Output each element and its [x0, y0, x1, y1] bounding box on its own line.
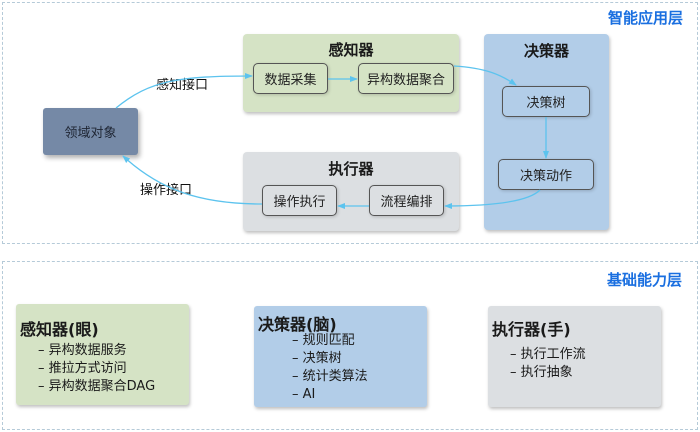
app-layer [2, 2, 698, 244]
base-executor-card: 执行器(手) 执行工作流 执行抽象 [488, 306, 661, 407]
node-data-collection[interactable]: 数据采集 [253, 63, 328, 94]
base-executor-title: 执行器(手) [492, 320, 571, 339]
sensor-panel-title: 感知器 [328, 41, 374, 59]
node-decision-tree[interactable]: 决策树 [502, 86, 590, 117]
node-heterogeneous-aggregation[interactable]: 异构数据聚合 [358, 63, 454, 94]
app-layer-title: 智能应用层 [608, 9, 684, 27]
list-item: 决策树 [292, 350, 368, 368]
decider-panel: 决策器 [484, 34, 609, 230]
node-operation-execution[interactable]: 操作执行 [262, 185, 337, 216]
list-item: 推拉方式访问 [38, 360, 155, 378]
list-item: 规则匹配 [292, 332, 368, 350]
domain-object[interactable]: 领域对象 [43, 108, 138, 155]
node-process-orchestration[interactable]: 流程编排 [369, 185, 444, 216]
base-sensor-title: 感知器(眼) [20, 320, 99, 339]
list-item: 执行抽象 [510, 364, 586, 382]
list-item: 执行工作流 [510, 346, 586, 364]
base-layer-title: 基础能力层 [607, 271, 683, 289]
list-item: 异构数据服务 [38, 342, 155, 360]
base-layer [2, 261, 698, 430]
base-sensor-list: 异构数据服务 推拉方式访问 异构数据聚合DAG [38, 342, 156, 396]
base-sensor-card: 感知器(眼) 异构数据服务 推拉方式访问 异构数据聚合DAG [16, 304, 189, 405]
base-decider-card: 决策器(脑) 规则匹配 决策树 统计类算法 AI [254, 306, 427, 407]
executor-panel-title: 执行器 [328, 160, 374, 178]
operation-interface-label: 操作接口 [140, 183, 193, 198]
base-decider-list: 规则匹配 决策树 统计类算法 AI [292, 332, 368, 404]
node-decision-action[interactable]: 决策动作 [498, 159, 594, 190]
base-executor-list: 执行工作流 执行抽象 [510, 346, 586, 382]
decider-panel-title: 决策器 [523, 42, 569, 60]
list-item: 异构数据聚合DAG [38, 378, 156, 396]
base-decider-title: 决策器(脑) [258, 315, 337, 334]
perception-interface-label: 感知接口 [156, 78, 209, 93]
list-item: 统计类算法 [292, 368, 368, 386]
list-item: AI [292, 386, 368, 404]
